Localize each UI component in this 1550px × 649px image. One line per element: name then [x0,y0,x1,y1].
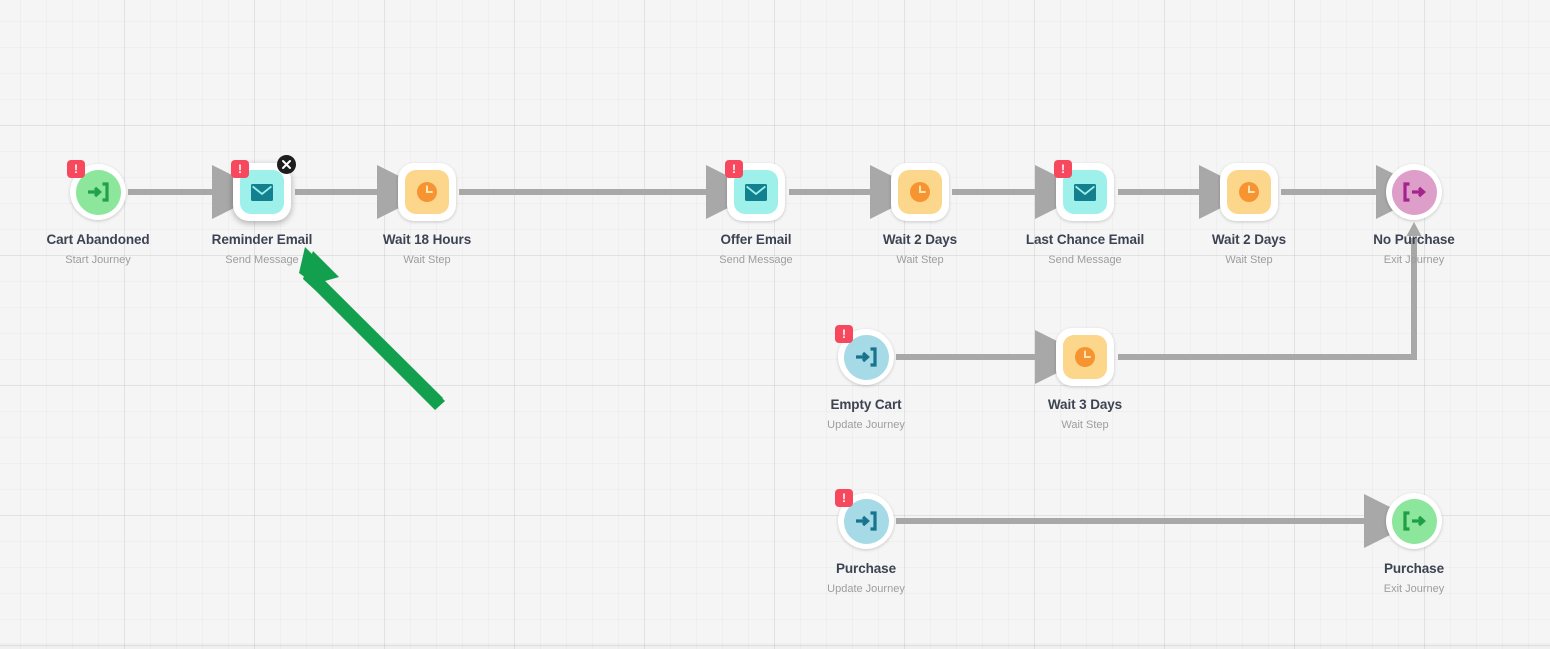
enter-arrow-icon [856,511,877,531]
node-icon-container[interactable] [1056,328,1114,386]
node-icon-container[interactable] [1386,493,1442,549]
node-shape-wrapper[interactable]: ! [230,155,296,224]
node-icon-background [1063,170,1107,214]
node-icon-background [734,170,778,214]
node-icon-container[interactable] [1386,164,1442,220]
close-glyph [282,160,291,169]
node-shape-wrapper[interactable] [1217,160,1281,224]
error-badge[interactable]: ! [835,325,853,343]
node-shape-wrapper[interactable]: ! [834,489,898,553]
node-title: No Purchase [1373,232,1455,247]
node-subtitle: Exit Journey [1383,254,1445,266]
envelope-icon [1074,183,1096,201]
clock-icon [417,182,437,202]
node-subtitle: Send Message [1048,254,1122,266]
node-purchase-update[interactable]: ! Purchase Update Journey [791,489,941,595]
node-wait-2-days-b[interactable]: Wait 2 Days Wait Step [1174,160,1324,266]
node-title: Wait 2 Days [882,232,958,247]
error-badge[interactable]: ! [835,489,853,507]
node-shape-wrapper[interactable] [888,160,952,224]
enter-arrow-icon [88,182,109,202]
node-shape-wrapper[interactable] [395,160,459,224]
node-icon-background [1227,170,1271,214]
node-icon-background [75,169,121,215]
node-subtitle: Send Message [719,254,793,266]
clock-icon [1239,182,1259,202]
exit-arrow-icon [1403,511,1426,531]
node-purchase-exit[interactable]: Purchase Exit Journey [1339,489,1489,595]
node-reminder-email[interactable]: ! Reminder Email Send Message [187,155,337,266]
error-badge[interactable]: ! [67,160,85,178]
node-subtitle: Wait Step [403,254,451,266]
node-wait-3-days[interactable]: Wait 3 Days Wait Step [1010,325,1160,431]
node-title: Purchase [1384,561,1444,576]
node-shape-wrapper[interactable]: ! [834,325,898,389]
node-offer-email[interactable]: ! Offer Email Send Message [681,160,831,266]
node-title: Last Chance Email [1025,232,1145,247]
node-icon-background [1391,169,1437,215]
node-shape-wrapper[interactable]: ! [724,160,788,224]
node-shape-wrapper[interactable] [1382,160,1446,224]
node-icon-container[interactable] [891,163,949,221]
node-icon-container[interactable] [398,163,456,221]
node-shape-wrapper[interactable]: ! [1053,160,1117,224]
node-title: Offer Email [720,232,792,247]
node-subtitle: Update Journey [827,419,905,431]
exit-arrow-icon [1403,182,1426,202]
node-subtitle: Start Journey [65,254,131,266]
node-icon-background [1391,498,1437,544]
node-title: Wait 2 Days [1211,232,1287,247]
annotation-pointer-arrow [299,247,445,410]
envelope-icon [745,183,767,201]
node-subtitle: Update Journey [827,583,905,595]
node-icon-background [240,170,284,214]
clock-icon [910,182,930,202]
node-subtitle: Exit Journey [1383,583,1445,595]
node-subtitle: Wait Step [1061,419,1109,431]
node-title: Reminder Email [211,232,313,247]
node-icon-background [405,170,449,214]
node-icon-container[interactable] [1220,163,1278,221]
node-last-chance-email[interactable]: ! Last Chance Email Send Message [1010,160,1160,266]
node-shape-wrapper[interactable] [1053,325,1117,389]
node-icon-background [1063,335,1107,379]
node-title: Purchase [836,561,896,576]
envelope-icon [251,183,273,201]
node-empty-cart[interactable]: ! Empty Cart Update Journey [791,325,941,431]
node-title: Cart Abandoned [46,232,150,247]
node-title: Empty Cart [830,397,902,412]
node-wait-18-hours[interactable]: Wait 18 Hours Wait Step [352,160,502,266]
canvas-bottom-edge [0,643,1550,649]
error-badge[interactable]: ! [725,160,743,178]
node-shape-wrapper[interactable] [1382,489,1446,553]
node-cart-abandoned[interactable]: ! Cart Abandoned Start Journey [23,160,173,266]
node-icon-background [898,170,942,214]
error-badge[interactable]: ! [231,160,249,178]
clock-icon [1075,347,1095,367]
node-wait-2-days-a[interactable]: Wait 2 Days Wait Step [845,160,995,266]
node-title: Wait 18 Hours [382,232,472,247]
node-shape-wrapper[interactable]: ! [66,160,130,224]
node-no-purchase-exit[interactable]: No Purchase Exit Journey [1339,160,1489,266]
node-subtitle: Wait Step [1225,254,1273,266]
node-subtitle: Wait Step [896,254,944,266]
error-badge[interactable]: ! [1054,160,1072,178]
node-title: Wait 3 Days [1047,397,1123,412]
node-subtitle: Send Message [225,254,299,266]
close-icon[interactable] [277,155,296,174]
enter-arrow-icon [856,347,877,367]
